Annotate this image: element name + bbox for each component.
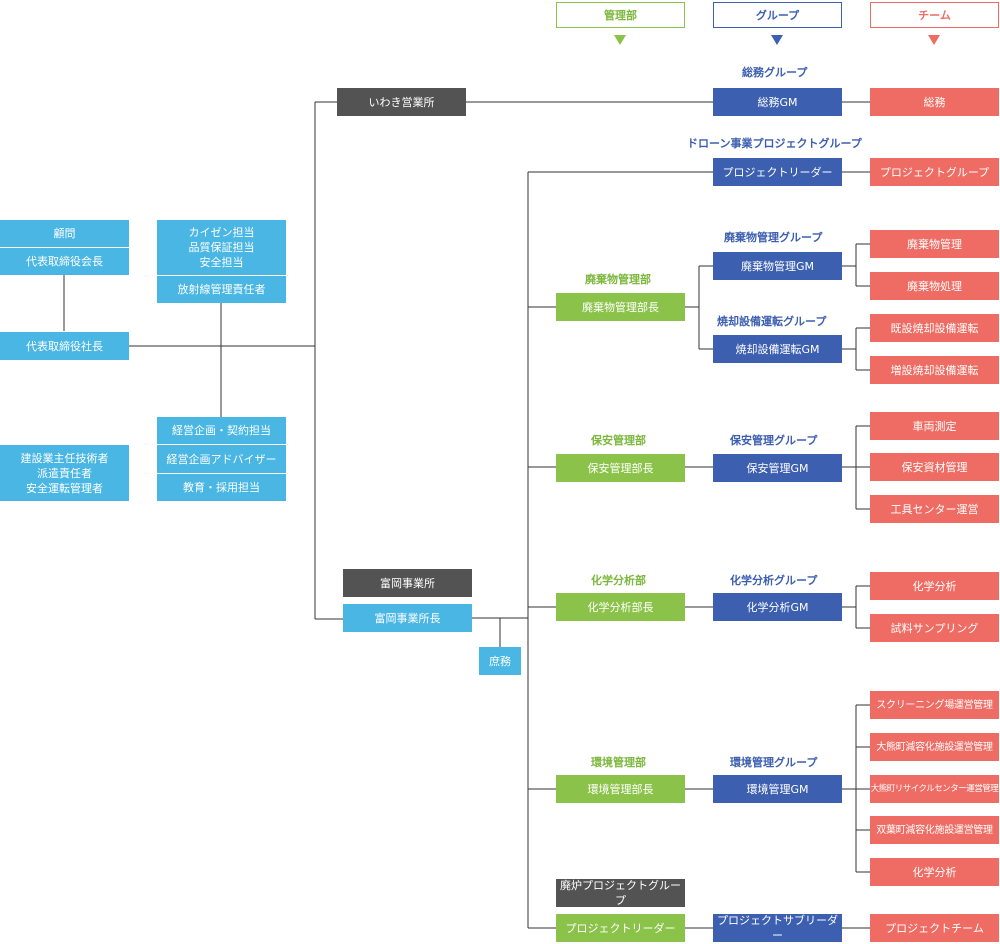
security-team-b-box: 保安資材管理: [870, 453, 999, 481]
decom-team-box: プロジェクトチーム: [870, 914, 999, 942]
env-group-label: 環境管理グループ: [730, 756, 818, 769]
planning-advisor-box: 経営企画アドバイザー: [157, 445, 286, 473]
waste-team2a-box: 既設焼却設備運転: [870, 314, 999, 342]
security-dept-head-box: 保安管理部長: [556, 454, 685, 482]
iwaki-gm-box: 総務GM: [713, 88, 842, 116]
chem-team-b-box: 試料サンプリング: [870, 614, 999, 642]
legend-group: グループ: [713, 2, 842, 28]
legend-management-arrow: [614, 35, 626, 45]
chairman-box: 代表取締役会長: [0, 248, 129, 275]
advisor-box: 顧問: [0, 220, 129, 247]
security-dept-label: 保安管理部: [591, 434, 646, 447]
planning-contract-box: 経営企画・契約担当: [157, 417, 286, 444]
security-group-label: 保安管理グループ: [730, 434, 818, 447]
chem-group-label: 化学分析グループ: [730, 574, 818, 587]
security-team-a-box: 車両測定: [870, 412, 999, 440]
env-dept-label: 環境管理部: [591, 756, 646, 769]
general-affairs-box: 庶務: [479, 647, 521, 675]
env-team-b-box: 大熊町減容化施設運営管理: [870, 733, 999, 761]
iwaki-office-box: いわき営業所: [337, 88, 466, 116]
iwaki-group-label: 総務グループ: [742, 66, 808, 79]
drone-team-box: プロジェクトグループ: [870, 158, 999, 186]
waste-team1a-box: 廃棄物管理: [870, 230, 999, 258]
education-box: 教育・採用担当: [157, 474, 286, 501]
waste-dept-head-box: 廃棄物管理部長: [556, 293, 685, 321]
decom-leader-box: プロジェクトリーダー: [556, 914, 685, 942]
chem-dept-label: 化学分析部: [591, 574, 646, 587]
env-team-e-box: 化学分析: [870, 858, 999, 886]
env-team-c-box: 大熊町リサイクルセンター運営管理: [870, 775, 999, 803]
security-gm-box: 保安管理GM: [713, 454, 842, 482]
waste-group2-gm-box: 焼却設備運転GM: [713, 335, 842, 363]
tomioka-head-box: 富岡事業所長: [343, 604, 472, 632]
tomioka-office-box: 富岡事業所: [343, 569, 472, 597]
waste-team1b-box: 廃棄物処理: [870, 272, 999, 300]
drone-leader-box: プロジェクトリーダー: [713, 158, 842, 186]
iwaki-team-box: 総務: [870, 88, 999, 116]
waste-group1-label: 廃棄物管理グループ: [724, 231, 823, 244]
decom-group-box: 廃炉プロジェクトグループ: [556, 879, 685, 907]
legend-group-arrow: [771, 35, 783, 45]
chem-team-a-box: 化学分析: [870, 572, 999, 600]
president-box: 代表取締役社長: [0, 332, 129, 360]
waste-team2b-box: 増設焼却設備運転: [870, 356, 999, 384]
waste-group1-gm-box: 廃棄物管理GM: [713, 252, 842, 280]
security-team-c-box: 工具センター運営: [870, 495, 999, 523]
legend-management: 管理部: [556, 2, 685, 28]
waste-group2-label: 焼却設備運転グループ: [717, 315, 827, 328]
decom-subleader-box: プロジェクトサブリーダー: [713, 914, 842, 942]
env-team-a-box: スクリーニング場運営管理: [870, 691, 999, 719]
legend-team: チーム: [870, 2, 999, 28]
env-team-d-box: 双葉町減容化施設運営管理: [870, 816, 999, 844]
radiation-box: 放射線管理責任者: [157, 276, 286, 303]
drone-group-label: ドローン事業プロジェクトグループ: [687, 137, 862, 150]
env-gm-box: 環境管理GM: [713, 775, 842, 803]
chem-dept-head-box: 化学分析部長: [556, 593, 685, 621]
engineer-box: 建設業主任技術者 派遣責任者 安全運転管理者: [0, 445, 129, 501]
legend-team-arrow: [928, 35, 940, 45]
env-dept-head-box: 環境管理部長: [556, 775, 685, 803]
chem-gm-box: 化学分析GM: [713, 593, 842, 621]
qa-box: カイゼン担当 品質保証担当 安全担当: [157, 220, 286, 275]
waste-dept-label: 廃棄物管理部: [585, 273, 651, 286]
